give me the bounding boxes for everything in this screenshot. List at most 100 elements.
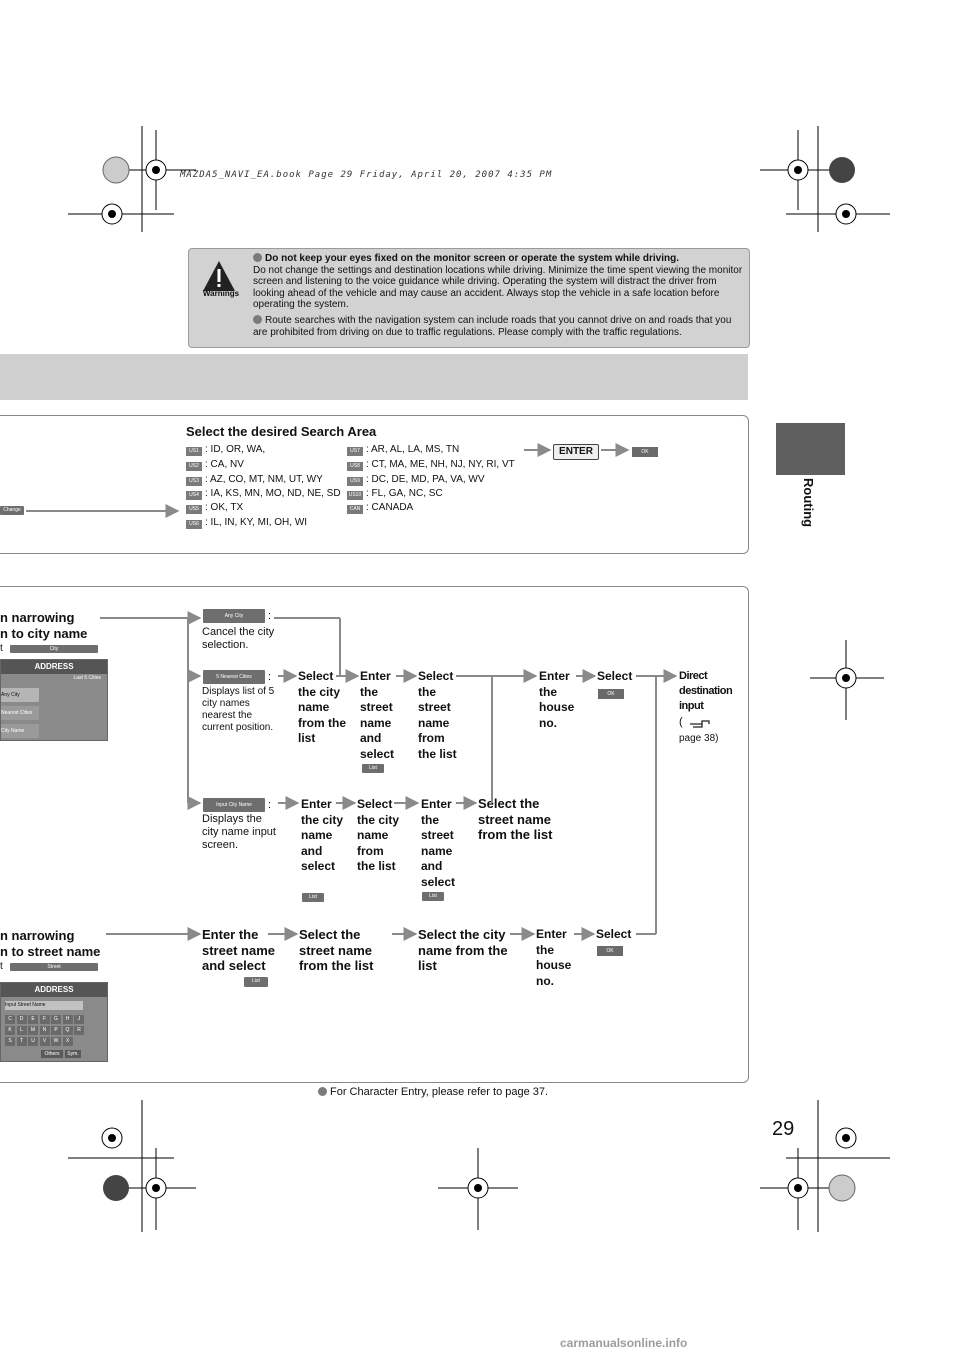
enter-key[interactable]: ENTER bbox=[553, 444, 599, 460]
flow-enter-street-name: Enter the street name and select bbox=[202, 927, 275, 973]
flow-enter-house-no: Enter the house no. bbox=[536, 927, 572, 988]
footer-note: For Character Entry, please refer to pag… bbox=[318, 1086, 548, 1098]
change-button[interactable]: Change bbox=[0, 506, 24, 515]
address-flow-panel bbox=[0, 586, 749, 1083]
area-row: US9: DC, DE, MD, PA, VA, WV bbox=[347, 474, 485, 486]
flow-select-street-name: Select the street name from the list bbox=[299, 927, 374, 973]
nearest-cities-item[interactable]: Nearest Cities bbox=[1, 706, 39, 720]
warning-item-1-body: Do not change the settings and destinati… bbox=[253, 264, 743, 311]
keyboard-key[interactable]: H bbox=[62, 1015, 73, 1024]
list-button[interactable]: List bbox=[244, 977, 268, 987]
page-number: 29 bbox=[772, 1118, 795, 1140]
keyboard-key[interactable]: J bbox=[74, 1015, 84, 1024]
area-row: US2: CA, NV bbox=[186, 459, 244, 471]
street-select-prefix: t bbox=[0, 961, 3, 972]
last-5-cities-item[interactable]: Last 5 Cities bbox=[73, 675, 101, 681]
ok-button[interactable]: OK bbox=[598, 689, 624, 699]
flow-enter-street-name: Enter the street name and select bbox=[360, 669, 395, 761]
keyboard-key[interactable]: E bbox=[28, 1015, 38, 1024]
nearest-cities-button[interactable]: 5 Nearest Cities bbox=[203, 670, 265, 684]
keyboard-key[interactable]: T bbox=[16, 1037, 27, 1046]
any-city-description: Cancel the city selection. bbox=[202, 626, 275, 651]
keyboard-key[interactable]: P bbox=[51, 1026, 61, 1035]
keyboard-key[interactable]: F bbox=[39, 1015, 50, 1024]
list-button[interactable]: List bbox=[302, 893, 324, 902]
city-heading-line-1: n narrowing bbox=[0, 610, 75, 625]
keyboard-key[interactable]: N bbox=[39, 1026, 50, 1035]
address-screen-city: ADDRESS Last 5 Cities Any City Nearest C… bbox=[0, 659, 108, 741]
warning-triangle-icon bbox=[203, 261, 235, 291]
side-tab bbox=[776, 423, 845, 475]
sym-key[interactable]: Sym. bbox=[65, 1050, 81, 1058]
ok-button[interactable]: OK bbox=[597, 946, 623, 956]
keyboard-key[interactable]: G bbox=[51, 1015, 61, 1024]
street-heading-line-2: n to street name bbox=[0, 944, 101, 959]
street-button[interactable]: Street bbox=[10, 963, 98, 971]
keyboard-key[interactable]: S bbox=[5, 1037, 15, 1046]
keyboard-key[interactable]: R bbox=[74, 1026, 84, 1035]
warnings-box: Warnings Do not keep your eyes fixed on … bbox=[188, 248, 750, 348]
keyboard-key[interactable]: K bbox=[5, 1026, 15, 1035]
area-row: CAN: CANADA bbox=[347, 502, 413, 514]
search-area-title: Select the desired Search Area bbox=[186, 424, 377, 439]
area-row: US3: AZ, CO, MT, NM, UT, WY bbox=[186, 474, 323, 486]
area-row: US10: FL, GA, NC, SC bbox=[347, 488, 443, 500]
warning-item-1: Do not keep your eyes fixed on the monit… bbox=[253, 253, 743, 311]
input-city-description: Displays the city name input screen. bbox=[202, 813, 276, 851]
footer-note-text: For Character Entry, please refer to pag… bbox=[330, 1086, 549, 1098]
street-name-input[interactable]: Input Street Name bbox=[5, 1001, 83, 1010]
colon: : bbox=[268, 671, 272, 683]
area-row: US7: AR, AL, LA, MS, TN bbox=[347, 444, 459, 456]
list-button[interactable]: List bbox=[362, 764, 384, 773]
area-row: US1: ID, OR, WA, bbox=[186, 444, 265, 456]
any-city-button[interactable]: Any City bbox=[203, 609, 265, 623]
flow-select-city-name: Select the city name from the list bbox=[298, 669, 346, 745]
any-city-item[interactable]: Any City bbox=[1, 688, 39, 702]
street-heading-line-1: n narrowing bbox=[0, 928, 75, 943]
area-row: US5: OK, TX bbox=[186, 502, 243, 514]
warning-item-2: Route searches with the navigation syste… bbox=[253, 315, 743, 338]
ok-button[interactable]: OK bbox=[632, 447, 658, 457]
flow-enter-city-name: Enter the city name and select bbox=[301, 797, 344, 873]
direct-destination-input: Direct destination input bbox=[679, 670, 733, 712]
city-name-item[interactable]: City Name bbox=[1, 724, 39, 738]
keyboard-key[interactable]: C bbox=[5, 1015, 15, 1024]
bullet-icon bbox=[318, 1087, 327, 1096]
city-button[interactable]: City bbox=[10, 645, 98, 653]
keyboard-key[interactable]: M bbox=[28, 1026, 38, 1035]
nearest-cities-description: Displays list of 5 city names nearest th… bbox=[202, 686, 275, 733]
colon: : bbox=[268, 799, 272, 811]
watermark-text: carmanualsonline.info bbox=[560, 1336, 688, 1350]
colon: : bbox=[268, 610, 272, 622]
keyboard-key[interactable]: U bbox=[28, 1037, 38, 1046]
flow-select-city-name: Select the city name from the list bbox=[357, 797, 400, 873]
keyboard-key[interactable]: Q bbox=[62, 1026, 73, 1035]
warning-item-2-body: Route searches with the navigation syste… bbox=[253, 315, 732, 338]
page-reference: page 38) bbox=[679, 733, 719, 744]
search-area-panel bbox=[0, 415, 749, 554]
screen-title: ADDRESS bbox=[1, 660, 107, 674]
paren: ( bbox=[679, 716, 683, 728]
keyboard-key[interactable]: V bbox=[39, 1037, 50, 1046]
keyboard-key[interactable]: D bbox=[16, 1015, 27, 1024]
side-tab-label: Routing bbox=[801, 478, 816, 528]
list-button[interactable]: List bbox=[422, 892, 444, 901]
keyboard-key[interactable]: L bbox=[16, 1026, 27, 1035]
others-key[interactable]: Others bbox=[41, 1050, 63, 1058]
pointing-hand-icon bbox=[690, 720, 710, 728]
area-row: US6: IL, IN, KY, MI, OH, WI bbox=[186, 517, 307, 529]
keyboard-key[interactable]: W bbox=[51, 1037, 61, 1046]
flow-select: Select bbox=[596, 927, 632, 941]
screen-title: ADDRESS bbox=[1, 983, 107, 997]
city-select-prefix: t bbox=[0, 643, 3, 654]
section-band bbox=[0, 354, 748, 400]
area-row: US8: CT, MA, ME, NH, NJ, NY, RI, VT bbox=[347, 459, 515, 471]
input-city-name-button[interactable]: Input City Name bbox=[203, 798, 265, 812]
keyboard-key[interactable]: X bbox=[62, 1037, 73, 1046]
flow-enter-house-no: Enter the house no. bbox=[539, 669, 575, 730]
bullet-icon bbox=[253, 315, 262, 324]
city-heading-line-2: n to city name bbox=[0, 626, 88, 641]
